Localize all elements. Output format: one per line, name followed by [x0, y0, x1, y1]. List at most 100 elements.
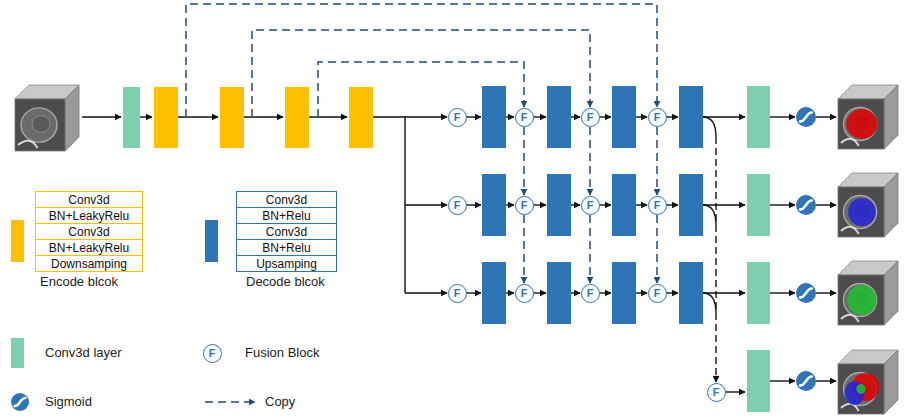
- decode-block: [482, 174, 506, 236]
- flow-line: [725, 391, 745, 392]
- flow-line: [816, 292, 836, 293]
- fusion-label: F: [587, 200, 594, 211]
- copy-line: [523, 127, 525, 195]
- anatomy-bone: [841, 139, 859, 146]
- copy-line: [589, 215, 591, 283]
- conv3d-layer: [747, 262, 770, 324]
- volume-side: [884, 261, 898, 325]
- anatomy-ring: [21, 108, 57, 142]
- decode-block: [679, 86, 703, 148]
- sigmoid-symbol: [11, 393, 29, 411]
- legend-swatch: [11, 338, 24, 368]
- flow-line: [466, 116, 481, 117]
- mri-volume: [838, 85, 898, 149]
- layer-name: Downsamping: [51, 258, 127, 270]
- legend-swatch: [205, 220, 218, 262]
- legend-label: Copy: [265, 394, 295, 409]
- fusion-block: F: [648, 196, 667, 215]
- flow-line: [506, 292, 514, 293]
- volume-side: [884, 173, 898, 237]
- segmentation-overlay: [847, 285, 876, 315]
- fusion-block: F: [648, 108, 667, 127]
- fusion-label: F: [654, 112, 661, 123]
- layer-name: BN+LeakyRelu: [49, 242, 129, 254]
- layer-name: BN+Relu: [262, 210, 310, 222]
- legend-swatch: [11, 220, 24, 262]
- fusion-label: F: [713, 387, 720, 398]
- layer-name: Upsamping: [256, 258, 317, 270]
- legend-entry: Sigmoid: [45, 395, 92, 409]
- layer-name: BN+LeakyRelu: [49, 210, 129, 222]
- flow-line: [466, 292, 481, 293]
- fusion-label: F: [521, 112, 528, 123]
- anatomy-bone: [18, 141, 38, 148]
- volume-front: [838, 364, 884, 414]
- conv3d-layer: [123, 87, 140, 148]
- layer-name: Conv3d: [68, 226, 109, 238]
- sigmoid-circle: [796, 107, 816, 127]
- flow-line: [599, 204, 611, 205]
- layer-name: Conv3d: [68, 194, 109, 206]
- flow-line: [178, 116, 218, 117]
- copy-line: [318, 62, 524, 117]
- sigmoid-symbol: [796, 283, 816, 303]
- layer-cell: BN+LeakyRelu: [35, 239, 143, 256]
- layer-name: Conv3d: [266, 194, 307, 206]
- flow-line: [533, 292, 546, 293]
- mri-volume: [838, 173, 898, 237]
- mri-volume: [838, 261, 898, 325]
- flow-line: [599, 116, 611, 117]
- anatomy-ring: [844, 284, 877, 317]
- fusion-label: F: [454, 288, 461, 299]
- layer-cell: BN+LeakyRelu: [35, 207, 143, 224]
- sigmoid-curve: [15, 398, 26, 406]
- flow-line: [703, 292, 745, 293]
- flow-line: [770, 204, 795, 205]
- fusion-label: F: [521, 288, 528, 299]
- flow-line: [599, 292, 611, 293]
- flow-line: [244, 116, 283, 117]
- flow-line: [506, 204, 514, 205]
- encode-block: [154, 87, 178, 148]
- mri-volume: [838, 350, 898, 414]
- flow-line: [666, 292, 678, 293]
- anatomy-bone: [841, 315, 859, 322]
- fusion-block: F: [581, 108, 600, 127]
- fusion-label: F: [454, 112, 461, 123]
- sigmoid-curve: [800, 376, 812, 385]
- copy-line: [656, 127, 658, 195]
- copy-line: [186, 4, 657, 117]
- layer-cell: Conv3d: [35, 191, 143, 208]
- fusion-block: F: [581, 196, 600, 215]
- legend-label: Sigmoid: [45, 394, 92, 409]
- segmentation-overlay: [856, 384, 865, 394]
- copy-line: [252, 30, 590, 117]
- flow-line: [82, 116, 121, 117]
- sigmoid-circle: [11, 393, 29, 411]
- decode-block: [482, 262, 506, 324]
- flow-line: [703, 204, 745, 205]
- flow-line: [770, 116, 795, 117]
- fusion-label: F: [521, 200, 528, 211]
- legend-label: Fusion Block: [245, 345, 319, 360]
- sigmoid-curve: [800, 200, 812, 209]
- fusion-block: F: [448, 284, 467, 303]
- flow-line: [666, 116, 678, 117]
- sigmoid-symbol: [796, 107, 816, 127]
- decode-block: [547, 86, 571, 148]
- legend-label: Decode blcok: [246, 274, 325, 289]
- encode-block: [349, 87, 373, 148]
- mri-volume: [15, 85, 79, 151]
- anatomy-bone: [841, 227, 859, 234]
- flow-line: [571, 204, 580, 205]
- sigmoid-circle: [796, 371, 816, 391]
- legend-label: Encode blcok: [40, 274, 118, 289]
- flow-line: [466, 204, 481, 205]
- fusion-label: F: [587, 288, 594, 299]
- sigmoid-curve: [800, 288, 812, 297]
- flow-line: [816, 204, 836, 205]
- layer-cell: Conv3d: [236, 223, 337, 240]
- flow-line: [140, 116, 152, 117]
- flow-line: [666, 204, 678, 205]
